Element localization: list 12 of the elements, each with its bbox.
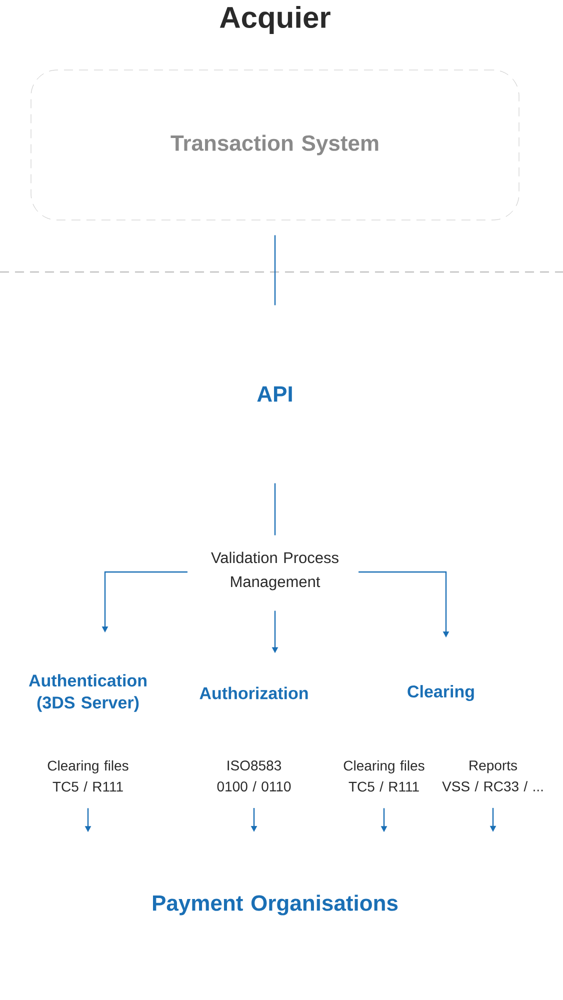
dashed-system-box: Transaction System <box>30 70 520 220</box>
title: Acquier <box>220 6 330 34</box>
function-heading: Authorization <box>200 686 308 700</box>
function-heading: Authentication (3DS Server) <box>28 674 146 712</box>
data-label: Reports VSS / RC33 / ... <box>442 760 543 792</box>
heading-text: API <box>257 386 292 402</box>
data-label: Clearing files TC5 / R111 <box>344 760 424 792</box>
heading-text: Payment Organisations <box>153 894 398 916</box>
data-label: ISO8583 0100 / 0110 <box>217 760 291 792</box>
function-heading: Clearing <box>408 685 474 701</box>
data-label: Clearing files TC5 / R111 <box>48 760 128 792</box>
process-label: Validation Process Management <box>211 552 338 590</box>
